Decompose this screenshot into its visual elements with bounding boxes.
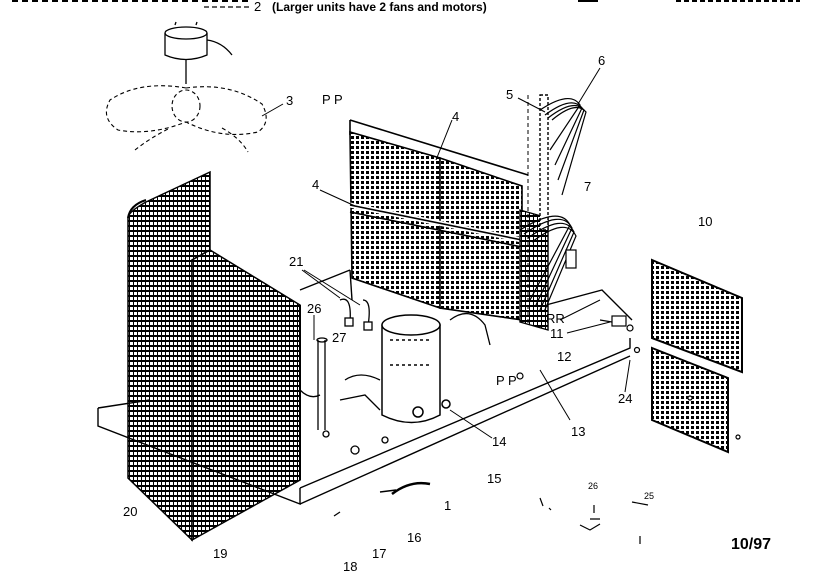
date-code: 10/97 — [731, 536, 772, 553]
callout-7: 7 — [584, 179, 592, 194]
callout-20: 20 — [123, 504, 138, 519]
callout-24: 24 — [618, 391, 633, 406]
wiring-harness — [519, 98, 587, 313]
callout-12: 12 — [557, 349, 572, 364]
callout-18: 18 — [343, 559, 358, 572]
callout-pp-top: P P — [322, 92, 343, 107]
compressor — [381, 314, 451, 424]
callout-13: 13 — [571, 424, 586, 439]
callout-26: 26 — [307, 301, 322, 316]
callout-4-top: 4 — [452, 109, 460, 124]
control-components — [516, 249, 741, 440]
callout-17: 17 — [372, 546, 387, 561]
fan-blade — [105, 85, 267, 153]
callout-10: 10 — [698, 214, 713, 229]
leader-lines — [261, 67, 631, 439]
callout-pp-bottom: P P — [496, 373, 517, 388]
callout-6: 6 — [598, 53, 606, 68]
access-panels — [651, 258, 743, 454]
callout-27: 27 — [332, 330, 347, 345]
callout-19: 19 — [213, 546, 228, 561]
callout-14: 14 — [492, 434, 507, 449]
callout-16: 16 — [407, 530, 422, 545]
callout-26-small: 26 — [588, 481, 599, 491]
callout-3: 3 — [286, 93, 294, 108]
callout-1: 1 — [444, 498, 452, 513]
callout-2: 2 — [254, 0, 262, 14]
callout-5: 5 — [506, 87, 514, 102]
tubing-and-fittings — [299, 298, 491, 455]
callout-11: 11 — [550, 326, 564, 341]
control-panel — [519, 94, 549, 331]
callout-4-left: 4 — [312, 177, 320, 192]
diagram-caption: (Larger units have 2 fans and motors) — [272, 0, 487, 14]
loose-hardware — [333, 497, 649, 544]
condenser-coil — [127, 170, 301, 542]
callout-rr: RR — [546, 311, 565, 326]
callout-15: 15 — [487, 471, 502, 486]
fan-motor — [164, 6, 252, 84]
callout-25: 25 — [644, 491, 655, 501]
partition-panels — [349, 119, 529, 321]
base-pan — [97, 269, 633, 506]
callout-21: 21 — [289, 254, 304, 269]
